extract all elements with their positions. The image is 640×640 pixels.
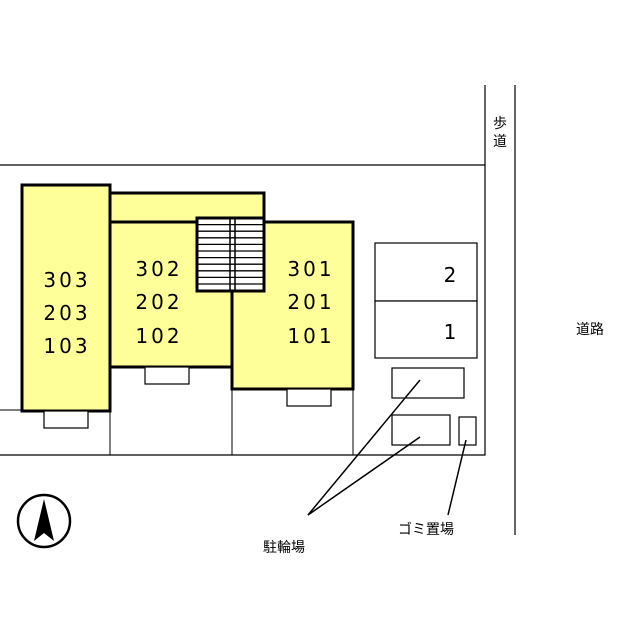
road-label: 道路: [576, 322, 604, 338]
leader-line: [307, 436, 421, 516]
parking-slot-2: [374, 242, 478, 302]
unit-number: 303: [43, 268, 90, 292]
sidewalk-label: 歩: [493, 116, 507, 132]
unit-number: 102: [135, 324, 182, 348]
units-left: 303 203 103: [43, 268, 90, 358]
leader-line: [447, 439, 467, 516]
north-arrow-icon: [16, 493, 72, 549]
porch-box: [43, 410, 89, 429]
garbage-area-label: ゴミ置場: [398, 521, 454, 538]
staircase: [195, 216, 266, 293]
parking-area: 2 1: [374, 242, 478, 359]
parking-slot-1: [374, 300, 478, 359]
lot-boundary: [0, 164, 486, 456]
porch-box: [286, 388, 332, 407]
parking-slot-number: 2: [444, 263, 457, 287]
building-right: [230, 220, 355, 391]
unit-number: 202: [135, 290, 182, 314]
leader-line: [307, 379, 421, 516]
unit-number: 201: [287, 290, 334, 314]
porch-box: [144, 366, 190, 385]
units-middle: 302 202 102: [135, 257, 182, 348]
unit-number: 101: [287, 324, 334, 348]
sidewalk-label: 道: [493, 134, 507, 150]
unit-number: 302: [135, 257, 182, 281]
parking-slot-number: 1: [444, 320, 457, 344]
unit-number: 103: [43, 334, 90, 358]
garbage-box: [458, 416, 477, 446]
unit-number: 203: [43, 301, 90, 325]
unit-number: 301: [287, 257, 334, 281]
bicycle-parking-box: [391, 414, 451, 446]
bicycle-parking-box: [391, 367, 465, 399]
building-left: [20, 183, 112, 413]
bicycle-parking-label: 駐輪場: [263, 539, 305, 556]
units-right: 301 201 101: [287, 257, 334, 348]
